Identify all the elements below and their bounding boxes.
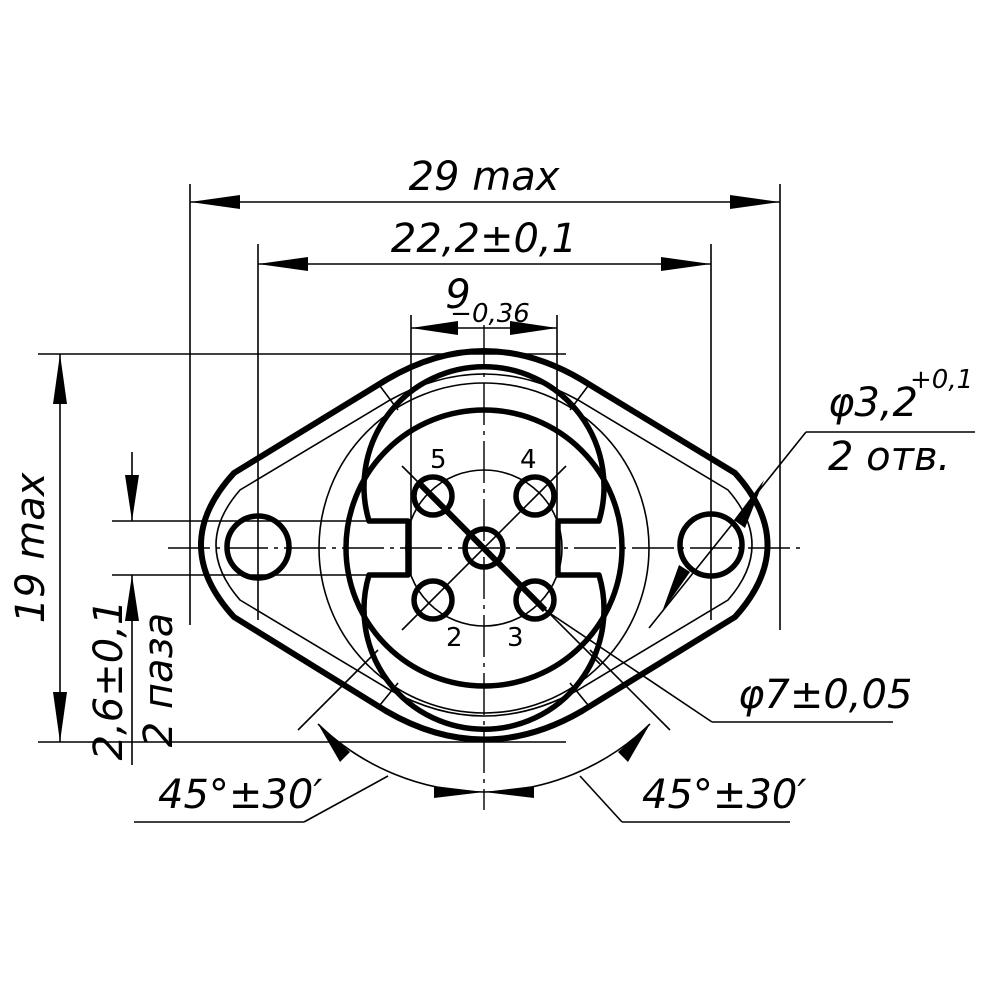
- pin-3-circle: [513, 578, 557, 622]
- pin-4-circle: [513, 474, 557, 518]
- dim-slot-width-label: 2,6±0,1: [86, 600, 132, 761]
- diagonal-centerline-b: [401, 465, 567, 631]
- dim-angle-left: [134, 649, 485, 823]
- slotted-rim: [361, 364, 607, 732]
- dim-overall-width: [189, 184, 781, 630]
- dim-overall-height: [38, 353, 566, 743]
- pin-2-circle: [411, 578, 455, 622]
- dim-angle-right: [483, 649, 790, 823]
- dim-mounting-spacing: [257, 244, 712, 620]
- dim-slot-count-label: 2 паза: [136, 613, 182, 748]
- flange-outline: [198, 348, 771, 743]
- pin-3-label: 3: [507, 623, 524, 653]
- dim-slot-span-label: 9: [445, 272, 470, 318]
- leader-pin-circle: [544, 609, 893, 723]
- dim-overall-width-label: 29 max: [409, 154, 560, 200]
- dim-mounting-spacing-label: 22,2±0,1: [391, 216, 577, 262]
- leader-mounting-hole: [648, 431, 975, 629]
- flange-inner-outline: [215, 373, 753, 717]
- diagonal-centerline-a: [401, 465, 601, 665]
- dim-slot-width: [112, 452, 410, 765]
- pin-2-label: 2: [446, 623, 463, 653]
- dim-slot-span-tolerance: −0,36: [450, 299, 530, 329]
- dim-hole-count-label: 2 отв.: [828, 434, 950, 480]
- dim-pin-circle-label: φ7±0,05: [738, 672, 912, 718]
- dim-hole-diameter-label: φ3,2: [828, 380, 918, 426]
- dim-angle-left-label: 45°±30′: [158, 772, 322, 818]
- pin-4-label: 4: [520, 445, 537, 475]
- dim-angle-right-label: 45°±30′: [642, 772, 806, 818]
- dim-hole-tolerance-label: +0,1: [910, 365, 973, 395]
- pin-5-label: 5: [430, 445, 447, 475]
- dim-overall-height-label: 19 max: [8, 472, 54, 623]
- dim-slot-span: [410, 315, 558, 575]
- pin-5-circle: [411, 474, 455, 518]
